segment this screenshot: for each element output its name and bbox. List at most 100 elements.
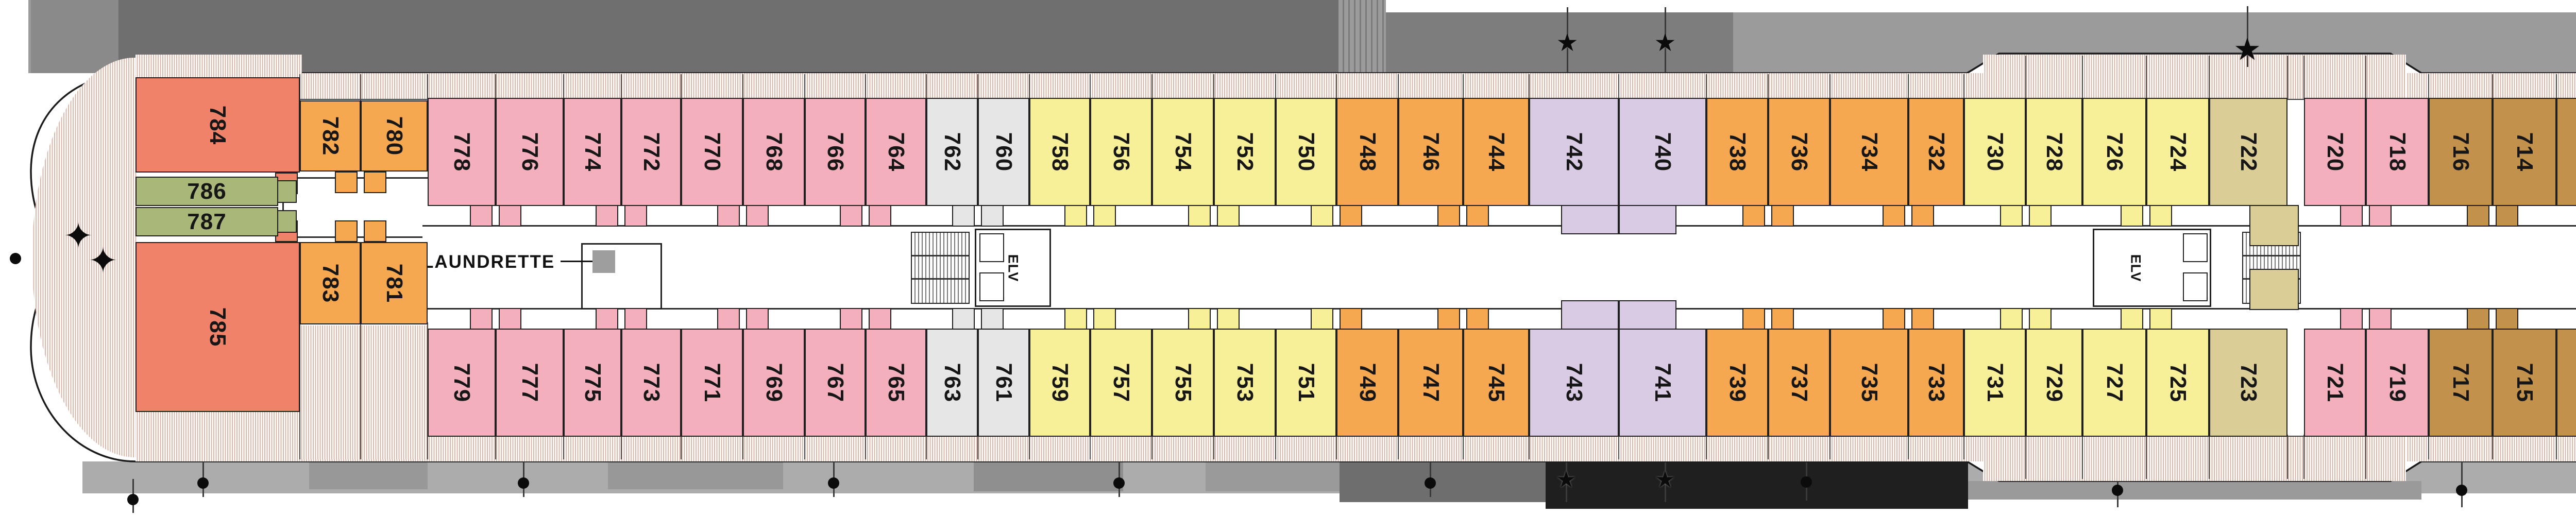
elevator-forward-label: ELV: [2128, 254, 2144, 282]
elevator-car-icon: [2183, 233, 2208, 262]
balcony-divider-tick: [1336, 435, 1337, 459]
cabin-door-786: [277, 180, 297, 203]
cabin-door-754: [1188, 205, 1211, 227]
cabin-door-749: [1340, 308, 1362, 330]
cabin-door-751: [1311, 308, 1333, 330]
cabin-number: 732: [1923, 132, 1949, 172]
davit-dot-icon: [1801, 476, 1812, 488]
cabin-door-714: [2496, 205, 2518, 227]
balcony-divider-tick: [1336, 74, 1337, 100]
balcony-strip-top-1: [135, 73, 1983, 100]
cabin-door-776: [499, 205, 521, 227]
cabin-725: 725: [2146, 329, 2209, 437]
balcony-divider-tick: [1463, 435, 1464, 459]
superstructure-bottom-under-bulge: [1968, 481, 2421, 500]
stern-hatch-above-784: [135, 55, 302, 78]
cabin-door-745: [1466, 308, 1489, 330]
balcony-divider-tick: [681, 74, 682, 100]
cabin-748: 748: [1336, 98, 1398, 206]
cabin-786: 786: [135, 177, 278, 206]
cabin-732: 732: [1908, 98, 1964, 206]
cabin-door-758: [1064, 205, 1087, 227]
cabin-730: 730: [1964, 98, 2026, 206]
elevator-aft: ELV: [975, 229, 1051, 307]
cabin-door-772: [624, 205, 647, 227]
balcony-divider-tick: [2556, 74, 2557, 100]
cabin-door-719: [2369, 308, 2392, 330]
superstructure-top-stripes: [1338, 0, 1386, 73]
balcony-divider-tick: [2365, 435, 2366, 479]
cabin-736: 736: [1768, 98, 1830, 206]
balcony-divider-tick: [2492, 435, 2493, 459]
cabin-door-733: [1911, 308, 1934, 330]
cabin-737: 737: [1768, 329, 1830, 437]
superstructure-bottom-seg2: [608, 461, 783, 489]
cabin-door-773: [624, 308, 647, 330]
cabin-739: 739: [1706, 329, 1768, 437]
cabin-782: 782: [300, 100, 361, 171]
cabin-door-759: [1064, 308, 1087, 330]
cabin-733: 733: [1908, 329, 1964, 437]
cabin-door-739: [1742, 308, 1765, 330]
cabin-753: 753: [1214, 329, 1276, 437]
cabin-754: 754: [1152, 98, 1214, 206]
cabin-752: 752: [1214, 98, 1276, 206]
cabin-number: 720: [2322, 132, 2348, 172]
cabin-number: 730: [1982, 132, 2008, 172]
cabin-door-716: [2467, 205, 2489, 227]
cabin-door-756: [1093, 205, 1116, 227]
cabin-number: 777: [517, 363, 543, 403]
cabin-717: 717: [2429, 329, 2493, 437]
davit-dot-icon: [518, 477, 529, 489]
superstructure-top-wedge: [31, 0, 118, 73]
cabin-door-727: [2121, 308, 2143, 330]
cabin-number: 743: [1561, 363, 1587, 403]
davit-dot-icon: [828, 477, 839, 489]
balcony-divider-tick: [2209, 435, 2210, 479]
cabin-714: 714: [2493, 98, 2556, 206]
cabin-number: 772: [638, 132, 664, 172]
balcony-divider-tick: [1463, 74, 1464, 100]
balcony-divider-tick: [926, 74, 927, 100]
elevator-car-icon: [979, 233, 1004, 262]
cabin-number: 771: [699, 363, 725, 403]
cabin-719: 719: [2366, 329, 2429, 437]
cabin-door-732: [1911, 205, 1934, 227]
balcony-divider-tick: [1275, 74, 1276, 100]
elevator-forward: ELV: [2093, 229, 2211, 307]
cabin-door-774: [596, 205, 618, 227]
suite-extension: [1619, 205, 1676, 234]
cabin-door-761: [981, 308, 1004, 330]
cabin-door-726: [2121, 205, 2143, 227]
cabin-number: 753: [1232, 363, 1258, 403]
cabin-number: 781: [381, 263, 407, 303]
balcony-divider-tick: [1768, 435, 1769, 459]
balcony-divider-tick: [742, 74, 743, 100]
cabin-720: 720: [2304, 98, 2366, 206]
cabin-door-725: [2149, 308, 2172, 330]
cabin-749: 749: [1336, 329, 1398, 437]
cabin-door-744: [1466, 205, 1489, 227]
balcony-divider-tick: [1090, 435, 1091, 459]
balcony-divider-tick: [2303, 435, 2304, 479]
balcony-divider-tick: [563, 435, 564, 459]
cabin-746: 746: [1398, 98, 1463, 206]
balcony-divider-tick: [1398, 74, 1399, 100]
cabin-number: 735: [1856, 363, 1882, 403]
cabin-number: 748: [1354, 132, 1380, 172]
cabin-772: 772: [621, 98, 681, 206]
cabin-743: 743: [1529, 329, 1619, 437]
cabin-762: 762: [926, 98, 978, 206]
balcony-divider-tick: [2146, 56, 2147, 100]
cabin-door-731: [2000, 308, 2023, 330]
mooring-star-icon: ✦: [63, 216, 94, 256]
cabin-door-769: [746, 308, 769, 330]
balcony-divider-tick: [977, 435, 978, 459]
cabin-door-787: [277, 210, 297, 233]
cabin-775: 775: [564, 329, 621, 437]
balcony-divider-tick: [926, 435, 927, 459]
cabin-781: 781: [361, 242, 428, 324]
cabin-number: 784: [205, 105, 231, 145]
balcony-divider-tick: [427, 74, 428, 100]
balcony-divider-tick: [2287, 435, 2288, 479]
